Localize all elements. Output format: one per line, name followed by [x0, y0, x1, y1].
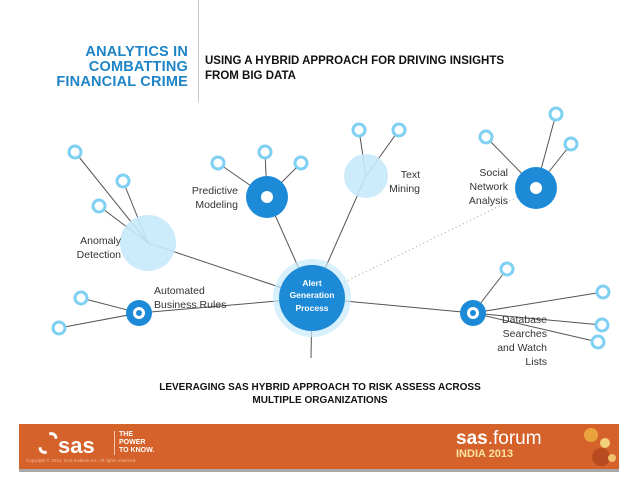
- leaf-node: [91, 198, 107, 214]
- label-social-network: Network: [469, 181, 508, 193]
- footer-strip: [19, 469, 619, 472]
- footer-bar: [19, 424, 619, 469]
- label-social-network: Social: [479, 167, 508, 179]
- label-text-mining: Text: [401, 169, 420, 181]
- label-anomaly-detection: Anomaly: [80, 235, 122, 247]
- decor-dot: [592, 448, 610, 466]
- automated-rules-node-dot: [136, 310, 142, 316]
- label-database-searches: Searches: [503, 328, 547, 340]
- leaf-node: [391, 122, 407, 138]
- label-database-searches: Lists: [525, 356, 547, 368]
- leaf-node: [210, 155, 226, 171]
- hub-spoke-diagram: Alert Generation Process Predictive Mode…: [51, 106, 611, 368]
- text-mining-halo: [344, 154, 388, 198]
- label-social-network: Analysis: [469, 195, 508, 207]
- event-subtitle: INDIA 2013: [456, 448, 514, 460]
- leaf-node: [351, 122, 367, 138]
- sas-brand-text: sas: [58, 433, 95, 458]
- hub-nodes: Alert Generation Process: [126, 167, 557, 337]
- label-database-searches: and Watch: [497, 342, 547, 354]
- connector-line: [472, 312, 599, 343]
- leaf-node: [293, 155, 309, 171]
- leaf-node: [499, 261, 515, 277]
- leaf-rings: [51, 106, 611, 350]
- label-automated-rules: Automated: [154, 285, 205, 297]
- event-logo: sas.forum INDIA 2013: [456, 429, 542, 460]
- alert-generation-node: [279, 265, 345, 331]
- slide-caption: LEVERAGING SAS HYBRID APPROACH TO RISK A…: [159, 382, 481, 406]
- leaf-node: [548, 106, 564, 122]
- label-automated-rules: Business Rules: [154, 299, 226, 311]
- center-label-line: Process: [295, 303, 328, 313]
- light-halos: [120, 154, 388, 271]
- decorative-dots-art: [546, 424, 619, 469]
- connector-line: [472, 312, 603, 326]
- social-network-node-core: [530, 182, 542, 194]
- connector-line: [311, 187, 537, 299]
- label-anomaly-detection: Detection: [77, 249, 122, 261]
- label-predictive-modeling: Predictive: [192, 185, 238, 197]
- sas-tagline: THE POWER TO KNOW.: [114, 431, 154, 455]
- leaf-node: [67, 144, 83, 160]
- title-divider: [198, 0, 199, 102]
- database-node-dot: [470, 310, 476, 316]
- connector-line: [472, 291, 604, 314]
- event-name-bold: sas: [456, 428, 488, 449]
- leaf-node: [478, 129, 494, 145]
- category-labels: Predictive Modeling Text Mining Social N…: [77, 167, 548, 368]
- decor-dot: [584, 428, 598, 442]
- leaf-node: [257, 144, 273, 160]
- label-text-mining: Mining: [389, 183, 420, 195]
- leaf-node: [563, 136, 579, 152]
- decor-dot: [608, 454, 616, 462]
- section-title: ANALYTICS IN COMBATTING FINANCIAL CRIME: [56, 44, 188, 90]
- sas-logo: sas: [34, 428, 95, 458]
- decor-dot: [600, 438, 610, 448]
- leaf-node: [51, 320, 67, 336]
- connector-line: [58, 312, 140, 329]
- leaf-node: [115, 173, 131, 189]
- slide-title: USING A HYBRID APPROACH FOR DRIVING INSI…: [205, 55, 505, 82]
- leaf-node: [73, 290, 89, 306]
- leaf-node: [590, 334, 606, 350]
- label-database-searches: Database: [502, 314, 547, 326]
- event-name-light: .forum: [487, 428, 542, 449]
- leaf-node: [595, 284, 611, 300]
- predictive-modeling-node-core: [261, 191, 273, 203]
- label-predictive-modeling: Modeling: [195, 199, 238, 211]
- anomaly-halo: [120, 215, 176, 271]
- leaf-node: [594, 317, 610, 333]
- copyright-notice: Copyright © 2013, SAS Institute Inc. All…: [26, 458, 137, 463]
- center-label-line: Generation: [290, 290, 335, 300]
- center-label-line: Alert: [302, 278, 322, 288]
